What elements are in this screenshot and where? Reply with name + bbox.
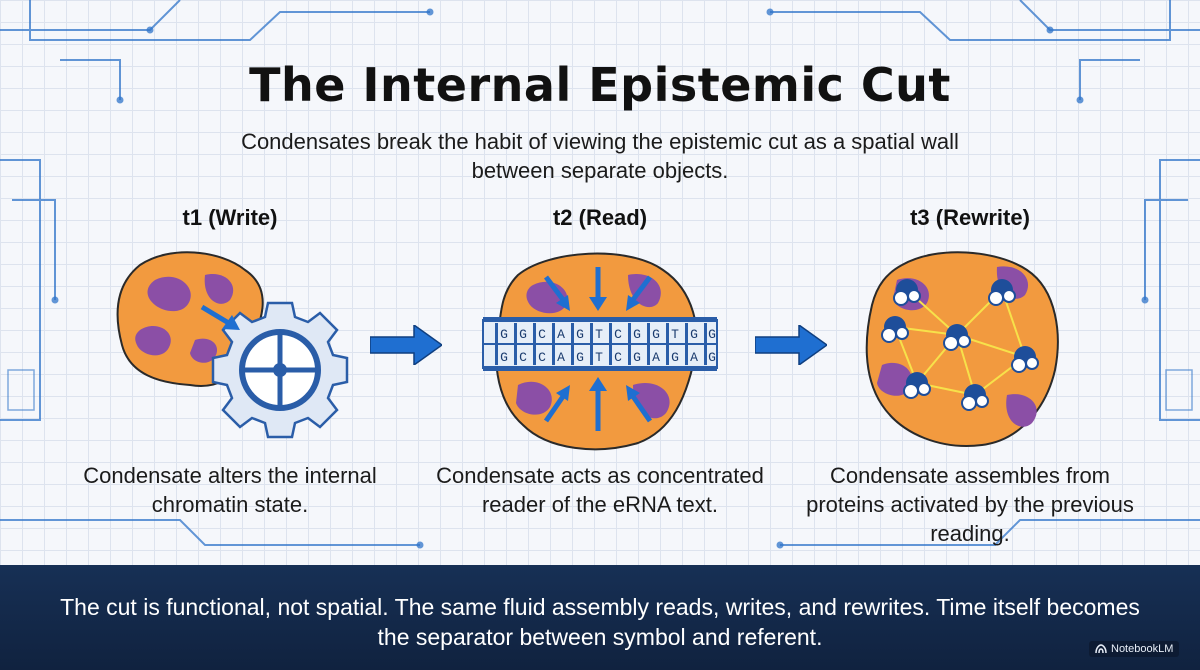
base-top-6: C [614,327,622,342]
summary-banner [0,565,1200,670]
protein-cluster-icon [881,279,1039,411]
base-bottom-7: G [633,350,641,365]
read-illustration: G G C A G T C G G T G G G C C A G T C G … [482,252,718,451]
base-bottom-6: C [614,350,622,365]
base-bottom-9: G [671,350,679,365]
base-bottom-3: A [557,350,565,365]
base-top-5: T [595,327,603,342]
base-top-2: C [538,327,546,342]
base-bottom-2: C [538,350,546,365]
notebooklm-logo-icon [1095,644,1107,654]
base-top-0: G [500,327,508,342]
dna-strand-icon: G G C A G T C G G T G G G C C A G T C G … [482,317,718,371]
circuit-decoration [0,0,1200,549]
base-top-7: G [633,327,641,342]
base-bottom-1: C [519,350,527,365]
gear-icon [211,301,349,439]
base-bottom-10: A [690,350,698,365]
base-bottom-5: T [595,350,603,365]
base-bottom-11: G [708,350,716,365]
summary-text: The cut is functional, not spatial. The … [60,594,1140,650]
base-top-3: A [557,327,565,342]
notebooklm-label: NotebookLM [1111,643,1174,655]
base-bottom-4: G [576,350,584,365]
page-subtitle: Condensates break the habit of viewing t… [241,129,959,183]
base-top-10: G [690,327,698,342]
write-illustration [116,251,349,439]
step-label-read: t2 (Read) [552,205,648,230]
condensate-blob [116,251,264,387]
base-bottom-8: A [652,350,660,365]
right-arrow-icon [370,325,442,365]
rewrite-illustration [865,251,1059,447]
pointer-arrow-icon [200,304,240,330]
base-top-4: G [576,327,584,342]
right-arrow-icon [755,325,827,365]
inward-arrows-icon [543,267,653,431]
step-label-rewrite: t3 (Rewrite) [910,205,1030,230]
base-top-8: G [652,327,660,342]
base-top-1: G [519,327,527,342]
step-caption-write: Condensate alters the internal chromatin… [83,463,377,517]
step-label-write: t1 (Write) [182,205,278,230]
step-caption-rewrite: Condensate assembles from proteins activ… [806,463,1134,546]
page-title: The Internal Epistemic Cut [249,58,951,112]
step-caption-read: Condensate acts as concentrated reader o… [436,463,764,517]
base-top-9: T [671,327,679,342]
base-top-11: G [708,327,716,342]
notebooklm-watermark: NotebookLM [1089,641,1180,657]
base-bottom-0: G [500,350,508,365]
